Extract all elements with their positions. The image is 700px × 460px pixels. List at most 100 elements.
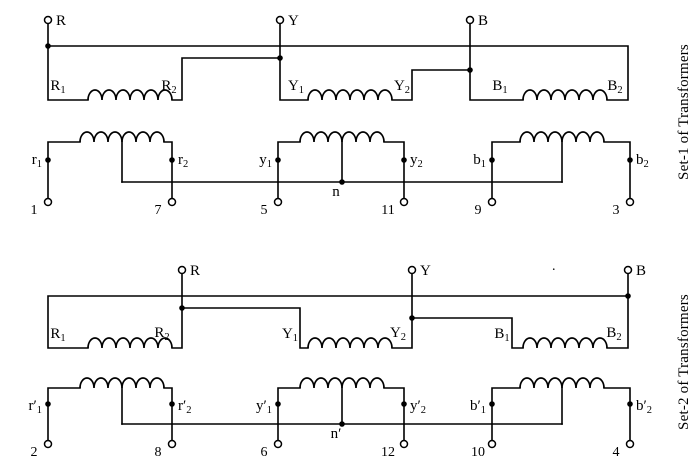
neutral-junction-dot — [339, 421, 345, 427]
set1-wire-b2-to-r — [47, 45, 629, 101]
stray-mark: . — [552, 259, 556, 274]
set2-wire-y-supply — [391, 272, 413, 349]
set1-secondary-label-b2: b2 — [636, 152, 649, 170]
set2-lead-y2 — [383, 387, 405, 442]
set2-secondary-coil-y — [299, 377, 385, 389]
set1-primary-label-b2: B2 — [607, 78, 622, 96]
set1-wire-r2-to-y — [171, 57, 281, 101]
set2-lead-r2 — [163, 387, 173, 442]
set1-primary-coil-y — [307, 89, 393, 101]
set2-terminal-number-4: 12 — [381, 445, 395, 460]
set2-secondary-label-y1: y′1 — [256, 398, 272, 416]
set1-secondary-coil-r — [79, 131, 165, 143]
set2-terminal-r1 — [43, 439, 53, 449]
set2-secondary-coil-r — [79, 377, 165, 389]
set1-terminal-number-4: 11 — [381, 203, 394, 218]
set1-labels: R Y B R1 R2 Y1 Y2 B1 B2 r1 r2 y1 y2 b1 b… — [31, 13, 649, 218]
set1-junction-dots — [45, 43, 633, 185]
set1-terminal-number-3: 5 — [261, 203, 268, 218]
set2-primary-coil-y — [307, 337, 393, 349]
set2-secondary-label-y2: y′2 — [410, 398, 426, 416]
set1-terminal-y2 — [399, 197, 409, 207]
set1-supply-terminal-b — [465, 15, 475, 25]
junction-dot — [45, 43, 51, 49]
set2-terminals — [43, 265, 635, 449]
set1-wire-y-supply — [279, 22, 309, 101]
set2-lead-b1 — [491, 387, 521, 442]
set2-secondary-label-b2: b′2 — [636, 398, 652, 416]
set1-supply-label-b: B — [478, 13, 488, 29]
neutral-junction-dot — [339, 179, 345, 185]
set2-secondary-label-r1: r′1 — [28, 398, 42, 416]
set1-secondary-label-y1: y1 — [259, 152, 272, 170]
set1-primary-coils — [87, 89, 608, 101]
set2-primary-label-b2: B2 — [606, 325, 621, 343]
set2-wires — [47, 272, 629, 349]
junction-dot — [45, 157, 51, 163]
set1-primary-label-y1: Y1 — [288, 78, 304, 96]
set1-supply-label-r: R — [56, 13, 66, 29]
junction-dot — [401, 401, 407, 407]
junction-dot — [467, 67, 473, 73]
set2-primary-label-y2: Y2 — [390, 325, 406, 343]
set2-primary-coil-b — [522, 337, 608, 349]
junction-dot — [169, 401, 175, 407]
set1-terminals — [43, 15, 635, 207]
set1-primary-coil-r — [87, 89, 173, 101]
set1-secondary-label-b1: b1 — [473, 152, 486, 170]
set2-terminal-number-6: 4 — [613, 445, 620, 460]
junction-dot — [45, 401, 51, 407]
set1-lead-y2 — [383, 141, 405, 200]
set2-wire-r-to-y1 — [181, 307, 309, 349]
set2-terminal-b1 — [487, 439, 497, 449]
set2-wire-y-to-b1 — [411, 317, 524, 349]
set2-lead-b2 — [603, 387, 631, 442]
set2-secondary-coil-b — [519, 377, 605, 389]
set2-terminal-b2 — [625, 439, 635, 449]
set1-wire-y2-to-b — [391, 69, 471, 101]
set2-primary-label-r1: R1 — [50, 326, 65, 344]
set2-primary-label-r2: R2 — [154, 325, 169, 343]
junction-dot — [401, 157, 407, 163]
junction-dot — [625, 293, 631, 299]
set2-supply-terminal-b — [623, 265, 633, 275]
set1-wires — [47, 22, 629, 101]
set1-terminal-number-5: 9 — [475, 203, 482, 218]
set1-secondary-coil-b — [519, 131, 605, 143]
junction-dot — [489, 157, 495, 163]
set1-terminal-b2 — [625, 197, 635, 207]
set2-supply-label-b: B — [636, 263, 646, 279]
set2-primary-coil-r — [87, 337, 173, 349]
set2-secondary-coils — [79, 377, 605, 389]
set2-terminal-number-2: 8 — [155, 445, 162, 460]
set2-secondary-label-b1: b′1 — [470, 398, 486, 416]
junction-dot — [169, 157, 175, 163]
set1-terminal-r1 — [43, 197, 53, 207]
junction-dot — [275, 401, 281, 407]
set2-junction-dots — [45, 293, 633, 427]
set2-title: Set-2 of Transformers — [676, 294, 692, 430]
junction-dot — [275, 157, 281, 163]
set1-lead-y1 — [277, 141, 301, 200]
set1-terminal-b1 — [487, 197, 497, 207]
set2-supply-label-y: Y — [420, 263, 431, 279]
set2-wire-r-supply — [171, 272, 183, 349]
set2-terminal-number-3: 6 — [261, 445, 268, 460]
set1-neutral-label: n — [332, 184, 340, 200]
set2-terminal-number-5: 10 — [471, 445, 485, 460]
set1-primary-label-b1: B1 — [492, 78, 507, 96]
set2-neutral-label: n′ — [331, 426, 342, 442]
set1-secondary-label-r2: r2 — [178, 152, 188, 170]
set1-lead-b1 — [491, 141, 521, 200]
set2-secondary-label-r2: r′2 — [178, 398, 192, 416]
set1-supply-label-y: Y — [288, 13, 299, 29]
junction-dot — [627, 401, 633, 407]
set1-title: Set-1 of Transformers — [676, 44, 692, 180]
set1-terminal-y1 — [273, 197, 283, 207]
junction-dot — [627, 157, 633, 163]
set1-wire-b-supply — [469, 22, 524, 101]
set1-terminal-r2 — [167, 197, 177, 207]
set1-lead-r1 — [47, 141, 81, 200]
